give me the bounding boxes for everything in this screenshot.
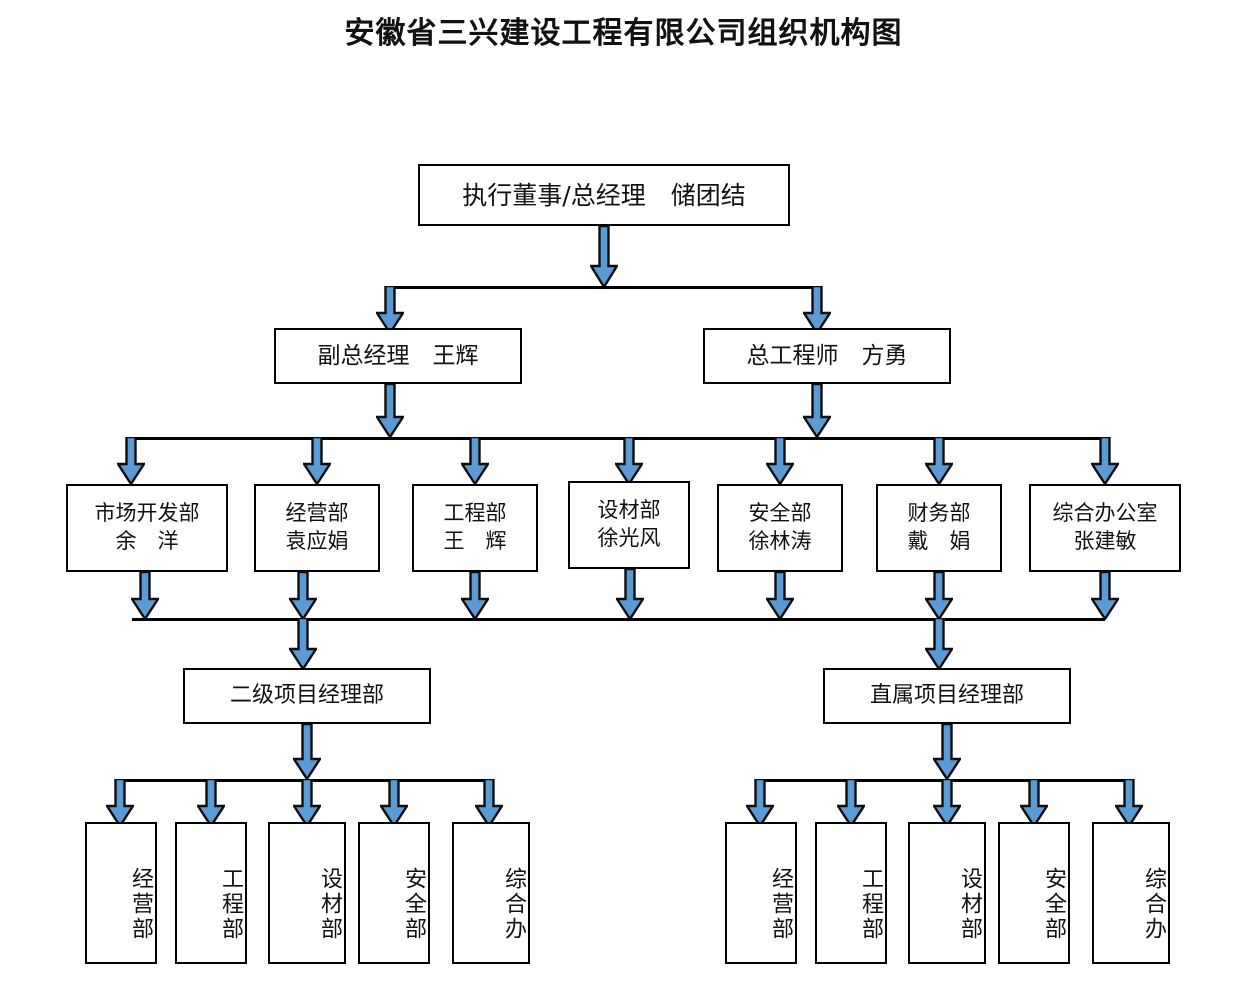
- arrow-direct-project-to-subunit-bus: [933, 724, 961, 780]
- node-department-3-head: 王 辉: [443, 529, 507, 553]
- arrow-subunit-bus-right-to-3: [933, 779, 961, 827]
- node-subunit-right-4-label: 安全部: [1041, 866, 1066, 942]
- arrow-bus-to-dept-4: [615, 437, 643, 485]
- node-subunit-right-2[interactable]: 工程部: [815, 822, 887, 964]
- node-subunit-right-1-label: 经营部: [768, 866, 793, 942]
- arrow-ceo-to-bus: [590, 226, 618, 288]
- arrow-bus-to-chief-engineer: [803, 286, 831, 334]
- arrow-dept-2-to-project-bus: [289, 572, 317, 620]
- node-department-4-head: 徐光风: [597, 526, 661, 550]
- arrow-bus-to-dept-2: [303, 437, 331, 485]
- arrow-subunit-bus-left-to-3: [293, 779, 321, 827]
- node-department-1[interactable]: 市场开发部 余 洋: [66, 484, 228, 572]
- node-subunit-right-5-label: 综合办: [1141, 866, 1166, 942]
- connector-bus-project-depts: [132, 618, 1105, 621]
- arrow-bus-to-dept-6: [925, 437, 953, 485]
- arrow-bus-to-vice-gm: [376, 286, 404, 334]
- node-subunit-left-4[interactable]: 安全部: [358, 822, 430, 964]
- node-department-5-head: 徐林涛: [748, 529, 812, 553]
- node-subunit-left-2[interactable]: 工程部: [175, 822, 247, 964]
- node-subunit-right-2-label: 工程部: [858, 866, 883, 942]
- node-department-2-name: 经营部: [285, 501, 349, 526]
- node-department-4[interactable]: 设材部 徐光风: [568, 481, 690, 569]
- node-subunit-left-4-label: 安全部: [401, 866, 426, 942]
- arrow-dept-7-to-project-bus: [1091, 572, 1119, 620]
- node-department-5-name: 安全部: [748, 501, 812, 526]
- arrow-bus-to-dept-1: [117, 437, 145, 485]
- node-department-2[interactable]: 经营部 袁应娟: [254, 484, 380, 572]
- arrow-dept-1-to-project-bus: [131, 572, 159, 620]
- arrow-dept-6-to-project-bus: [925, 572, 953, 620]
- node-direct-project-department-label: 直属项目经理部: [869, 683, 1024, 709]
- node-department-6-head: 戴 娟: [907, 529, 971, 553]
- node-secondary-project-department[interactable]: 二级项目经理部: [183, 668, 431, 724]
- node-subunit-left-5[interactable]: 综合办: [452, 822, 530, 964]
- arrow-secondary-project-to-subunit-bus: [293, 724, 321, 780]
- node-department-6-name: 财务部: [907, 501, 971, 526]
- node-department-3[interactable]: 工程部 王 辉: [412, 484, 538, 572]
- node-department-5[interactable]: 安全部 徐林涛: [717, 484, 843, 572]
- node-chief-engineer-label: 总工程师 方勇: [746, 342, 908, 369]
- node-vice-general-manager-label: 副总经理 王辉: [317, 342, 479, 369]
- node-department-1-name: 市场开发部: [94, 501, 200, 526]
- node-subunit-left-1[interactable]: 经营部: [85, 822, 157, 964]
- node-department-7[interactable]: 综合办公室 张建敏: [1029, 484, 1181, 572]
- node-subunit-left-2-label: 工程部: [218, 866, 243, 942]
- node-subunit-right-3[interactable]: 设材部: [908, 822, 986, 964]
- arrow-bus-to-direct-project-dept: [925, 618, 953, 670]
- arrow-bus-to-secondary-project-dept: [289, 618, 317, 670]
- arrow-subunit-bus-right-to-1: [746, 779, 774, 827]
- arrow-subunit-bus-left-to-2: [197, 779, 225, 827]
- node-executive-director-label: 执行董事/总经理 储团结: [462, 180, 746, 210]
- arrow-vice-gm-to-dept-bus: [376, 384, 404, 438]
- node-department-3-name: 工程部: [443, 501, 507, 526]
- node-subunit-right-5[interactable]: 综合办: [1092, 822, 1170, 964]
- node-direct-project-department[interactable]: 直属项目经理部: [823, 668, 1071, 724]
- node-vice-general-manager[interactable]: 副总经理 王辉: [274, 328, 522, 384]
- node-subunit-right-1[interactable]: 经营部: [725, 822, 797, 964]
- node-subunit-left-3[interactable]: 设材部: [268, 822, 346, 964]
- node-subunit-right-3-label: 设材部: [957, 866, 982, 942]
- node-chief-engineer[interactable]: 总工程师 方勇: [703, 328, 951, 384]
- node-subunit-left-5-label: 综合办: [501, 866, 526, 942]
- node-secondary-project-department-label: 二级项目经理部: [229, 683, 384, 709]
- arrow-dept-4-to-project-bus: [616, 569, 644, 620]
- arrow-subunit-bus-right-to-5: [1115, 779, 1143, 827]
- node-department-2-head: 袁应娟: [285, 529, 349, 553]
- arrow-subunit-bus-right-to-2: [837, 779, 865, 827]
- node-subunit-left-1-label: 经营部: [128, 866, 153, 942]
- page-title: 安徽省三兴建设工程有限公司组织机构图: [344, 16, 903, 51]
- node-executive-director[interactable]: 执行董事/总经理 储团结: [418, 164, 790, 226]
- arrow-subunit-bus-right-to-4: [1020, 779, 1048, 827]
- arrow-chief-engineer-to-dept-bus: [803, 384, 831, 438]
- arrow-subunit-bus-left-to-4: [380, 779, 408, 827]
- node-subunit-right-4[interactable]: 安全部: [998, 822, 1070, 964]
- arrow-subunit-bus-left-to-5: [475, 779, 503, 827]
- connector-bus-departments: [130, 437, 1105, 440]
- arrow-subunit-bus-left-to-1: [106, 779, 134, 827]
- node-subunit-left-3-label: 设材部: [317, 866, 342, 942]
- arrow-dept-3-to-project-bus: [461, 572, 489, 620]
- arrow-bus-to-dept-3: [461, 437, 489, 485]
- arrow-bus-to-dept-5: [766, 437, 794, 485]
- node-department-7-head: 张建敏: [1073, 529, 1137, 553]
- node-department-4-name: 设材部: [597, 498, 661, 523]
- arrow-dept-5-to-project-bus: [766, 572, 794, 620]
- node-department-6[interactable]: 财务部 戴 娟: [876, 484, 1002, 572]
- node-department-7-name: 综合办公室: [1052, 501, 1158, 526]
- arrow-bus-to-dept-7: [1091, 437, 1119, 485]
- connector-bus-level2: [390, 286, 818, 289]
- node-department-1-head: 余 洋: [115, 529, 179, 553]
